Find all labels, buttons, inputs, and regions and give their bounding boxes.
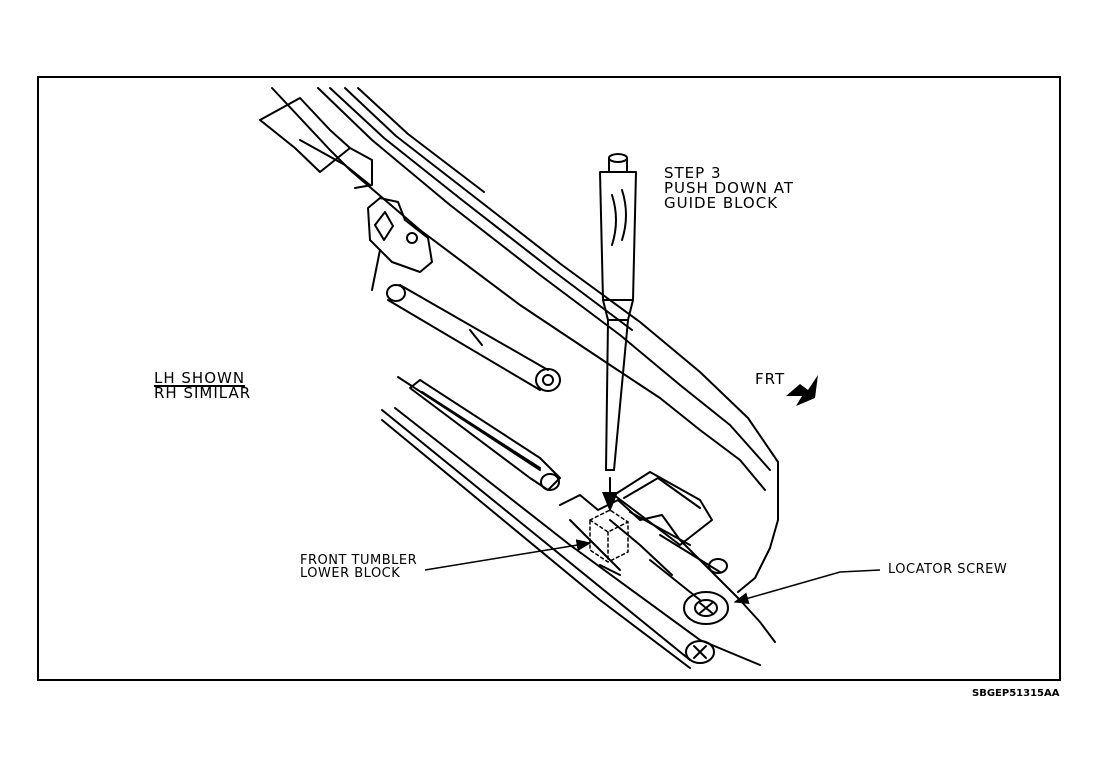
front-tumbler-block bbox=[589, 509, 629, 563]
front-direction-arrow bbox=[786, 375, 818, 406]
upper-seat-frame bbox=[259, 87, 779, 593]
side-note-line-2: RH SIMILAR bbox=[154, 384, 252, 402]
step-line-2: PUSH DOWN AT bbox=[664, 179, 795, 197]
screwdriver bbox=[599, 153, 637, 471]
recliner-rod bbox=[386, 284, 561, 392]
tumbler-callout-line-2: LOWER BLOCK bbox=[300, 566, 401, 581]
lower-seat-track bbox=[381, 407, 776, 669]
tumbler-leader-line bbox=[424, 539, 592, 571]
side-note-line-1: LH SHOWN bbox=[154, 369, 246, 387]
tumbler-callout-line-1: FRONT TUMBLER bbox=[300, 553, 418, 568]
track-screw bbox=[685, 640, 715, 664]
guide-block bbox=[613, 471, 728, 574]
locator-leader-line bbox=[733, 569, 881, 605]
side-note: LH SHOWN RH SIMILAR bbox=[154, 371, 251, 401]
step-line-1: STEP 3 bbox=[664, 164, 722, 182]
figure-id: SBGEP51315AA bbox=[972, 688, 1060, 699]
pivot-bracket bbox=[367, 197, 433, 291]
tumbler-callout: FRONT TUMBLER LOWER BLOCK bbox=[300, 554, 417, 580]
front-direction-label: FRT bbox=[755, 370, 786, 388]
figure-frame bbox=[37, 76, 1061, 681]
step-label: STEP 3 PUSH DOWN AT GUIDE BLOCK bbox=[664, 166, 794, 211]
release-lever bbox=[397, 376, 561, 491]
locator-callout: LOCATOR SCREW bbox=[888, 562, 1008, 577]
step-line-3: GUIDE BLOCK bbox=[664, 194, 779, 212]
locator-screw bbox=[683, 591, 729, 625]
